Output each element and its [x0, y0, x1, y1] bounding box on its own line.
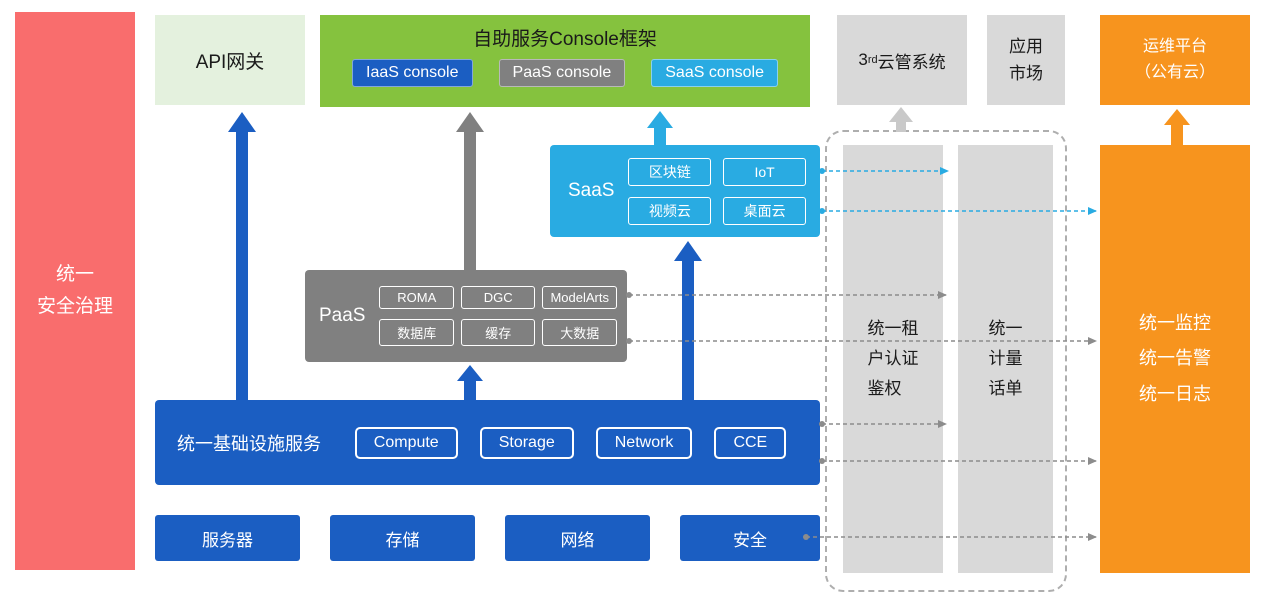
saas-label: SaaS [568, 180, 615, 201]
network-chip: Network [595, 426, 693, 459]
blockchain-chip: 区块链 [628, 157, 712, 186]
arrow-frame-to-third-party [889, 107, 913, 132]
storage-resource-box: 存储 [330, 515, 475, 561]
infrastructure-chip-row: Compute Storage Network CCE [343, 426, 798, 459]
iaas-console-chip: IaaS console [352, 59, 473, 87]
tenant-auth-pillar: 统一租 户认证 鉴权 [843, 145, 943, 573]
arrow-infra-to-saas [674, 241, 702, 400]
database-chip: 数据库 [379, 319, 454, 346]
modelarts-chip: ModelArts [542, 286, 617, 309]
paas-label: PaaS [319, 305, 366, 326]
saas-service-grid: 区块链 IoT 视频云 桌面云 [628, 157, 806, 225]
app-market-box: 应用 市场 [987, 15, 1065, 105]
dgc-chip: DGC [460, 286, 536, 309]
arrow-infra-to-api-gateway [228, 112, 256, 400]
saas-console-chip: SaaS console [651, 59, 778, 87]
metering-billing-pillar: 统一 计量 话单 [958, 145, 1053, 573]
third-party-superscript: rd [867, 54, 878, 66]
infrastructure-label: 统一基础设施服务 [177, 433, 321, 454]
security-governance-bar: 统一 安全治理 [15, 12, 135, 570]
paas-service-grid: ROMA DGC ModelArts 数据库 缓存 大数据 [379, 286, 617, 346]
arrow-paas-to-console-frame [456, 112, 484, 270]
desktop-cloud-chip: 桌面云 [723, 196, 806, 225]
roma-chip: ROMA [379, 286, 454, 309]
console-frame-title: 自助服务Console框架 [473, 29, 657, 50]
storage-chip: Storage [479, 426, 574, 459]
arrow-monitor-to-om-platform [1164, 109, 1190, 145]
om-platform-box: 运维平台 （公有云） [1100, 15, 1250, 105]
console-chip-row: IaaS console PaaS console SaaS console [352, 59, 778, 87]
third-party-prefix: 3 [858, 50, 868, 69]
arrow-saas-to-console-frame [647, 111, 673, 145]
console-frame-box: 自助服务Console框架 IaaS console PaaS console … [320, 15, 810, 107]
network-resource-box: 网络 [505, 515, 650, 561]
paas-console-chip: PaaS console [498, 59, 626, 87]
compute-chip: Compute [354, 426, 458, 459]
api-gateway-box: API网关 [155, 15, 305, 105]
paas-box: PaaS ROMA DGC ModelArts 数据库 缓存 大数据 [305, 270, 627, 362]
infrastructure-services-box: 统一基础设施服务 Compute Storage Network CCE [155, 400, 820, 485]
cache-chip: 缓存 [460, 319, 536, 346]
arrow-infra-to-paas [457, 365, 483, 400]
monitoring-alarm-log-pillar: 统一监控 统一告警 统一日志 [1100, 145, 1250, 573]
shared-services-dashed-frame [825, 130, 1067, 592]
server-resource-box: 服务器 [155, 515, 300, 561]
cce-chip: CCE [714, 426, 787, 459]
bigdata-chip: 大数据 [542, 319, 617, 346]
iot-chip: IoT [723, 157, 806, 186]
third-party-suffix: 云管系统 [877, 52, 946, 72]
video-cloud-chip: 视频云 [628, 196, 712, 225]
security-resource-box: 安全 [680, 515, 820, 561]
saas-box: SaaS 区块链 IoT 视频云 桌面云 [550, 145, 820, 237]
